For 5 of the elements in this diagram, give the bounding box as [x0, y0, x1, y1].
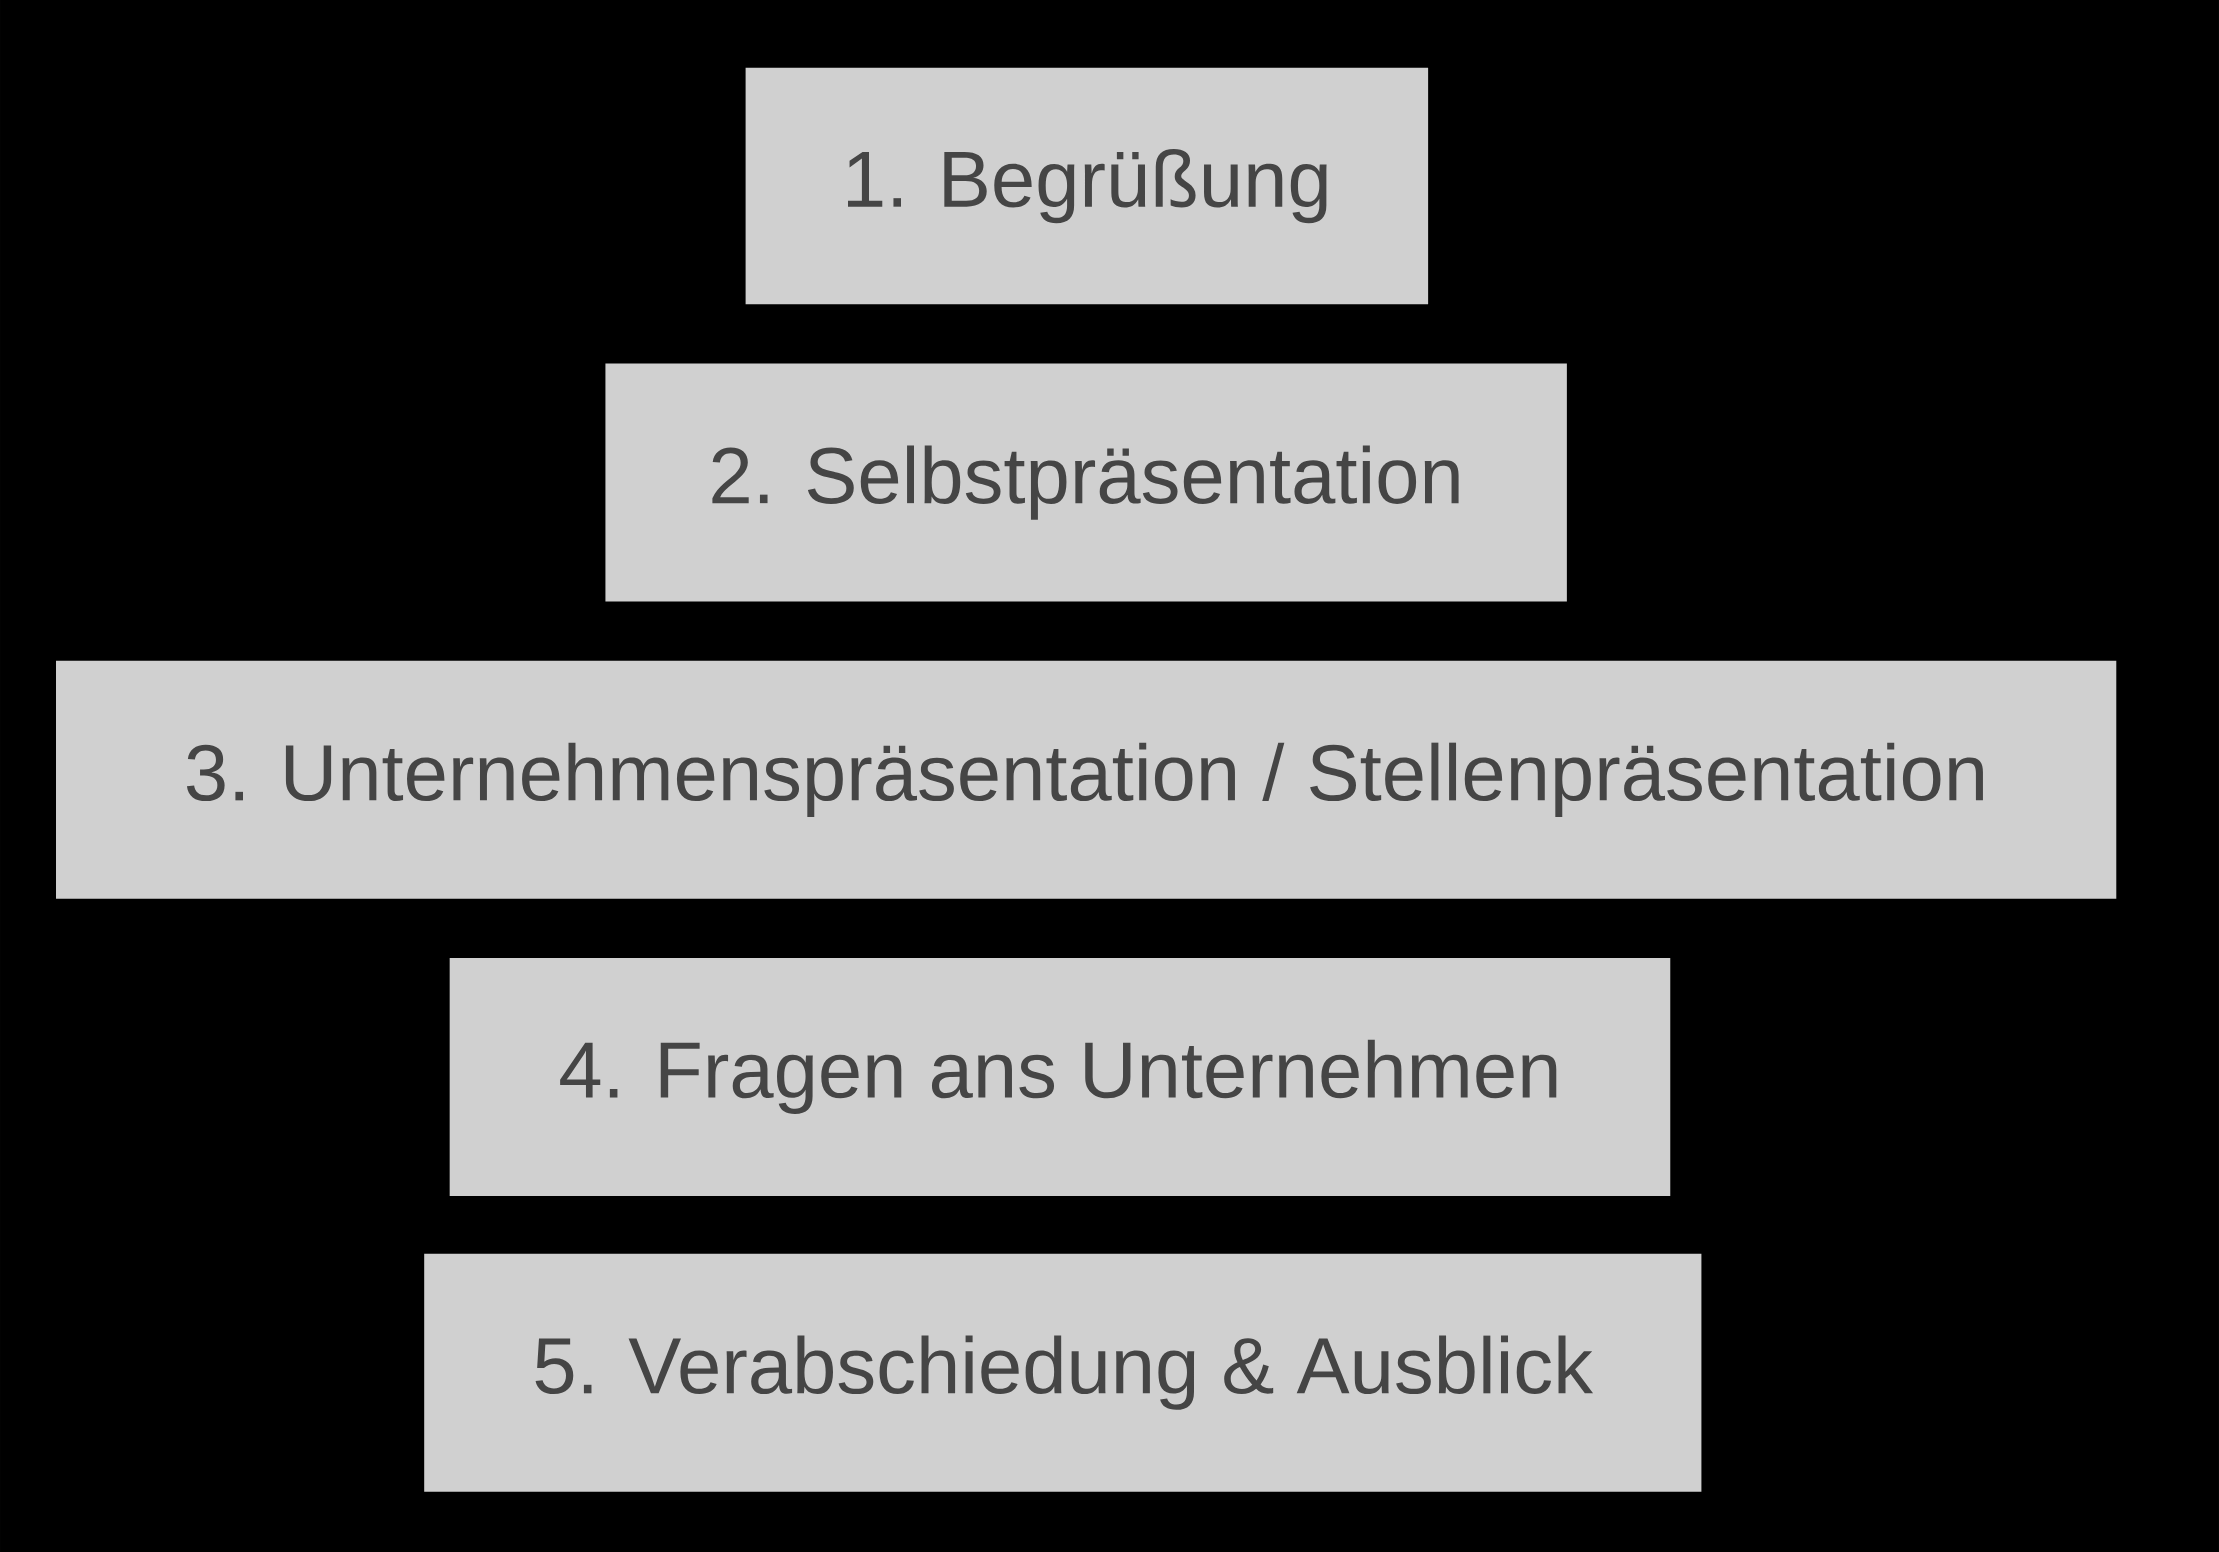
step-box: 2. Selbstpräsentation: [605, 363, 1567, 602]
step-box: 4. Fragen ans Unternehmen: [449, 957, 1671, 1196]
step-box: 1. Begrüßung: [745, 67, 1429, 305]
step-box: 3. Unternehmenspräsentation / Stellenpräsentation: [56, 660, 2117, 899]
step-box: 5. Verabschiedung & Ausblick: [424, 1253, 1702, 1492]
